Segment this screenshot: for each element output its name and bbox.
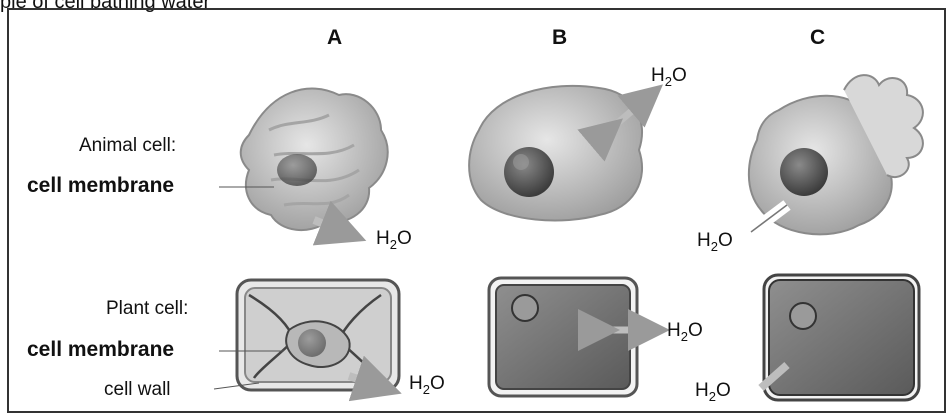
water-label-animal-c: H2O	[697, 230, 733, 254]
plant-cell-a	[237, 280, 399, 390]
diagram-panel: A B C Animal cell: cell membrane Plant c…	[7, 8, 946, 413]
plant-cell-b	[489, 278, 649, 396]
water-label-plant-c: H2O	[695, 380, 731, 404]
column-label-a: A	[327, 26, 342, 50]
animal-cell-a	[241, 88, 388, 232]
water-label-plant-b: H2O	[667, 320, 703, 344]
water-label-animal-a: H2O	[376, 228, 412, 252]
animal-membrane-label: cell membrane	[27, 174, 174, 198]
water-label-animal-b: H2O	[651, 65, 687, 89]
plant-wall-label: cell wall	[104, 379, 171, 401]
plant-cell-heading: Plant cell:	[106, 298, 188, 320]
plant-cell-c	[761, 275, 919, 400]
animal-cell-heading: Animal cell:	[79, 135, 176, 157]
plant-membrane-label: cell membrane	[27, 338, 174, 362]
column-label-b: B	[552, 26, 567, 50]
animal-cell-b	[469, 86, 647, 221]
water-label-plant-a: H2O	[409, 373, 445, 397]
animal-cell-c	[749, 75, 923, 234]
column-label-c: C	[810, 26, 825, 50]
